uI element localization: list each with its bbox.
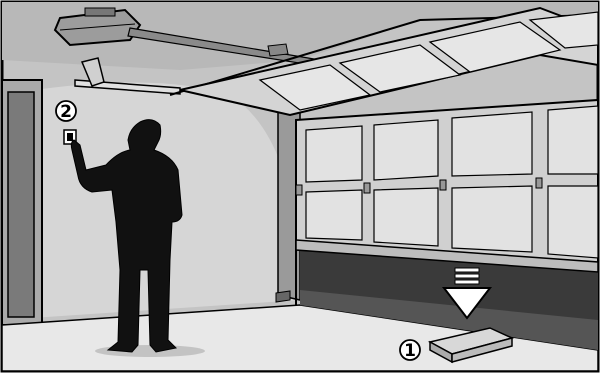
callout-1: 1 [400,340,420,361]
callout-2-number: 2 [60,102,72,122]
side-door-frame [2,80,42,325]
step-box [276,291,290,302]
callout-1-number: 1 [404,341,416,361]
callout-2: 2 [56,101,76,122]
